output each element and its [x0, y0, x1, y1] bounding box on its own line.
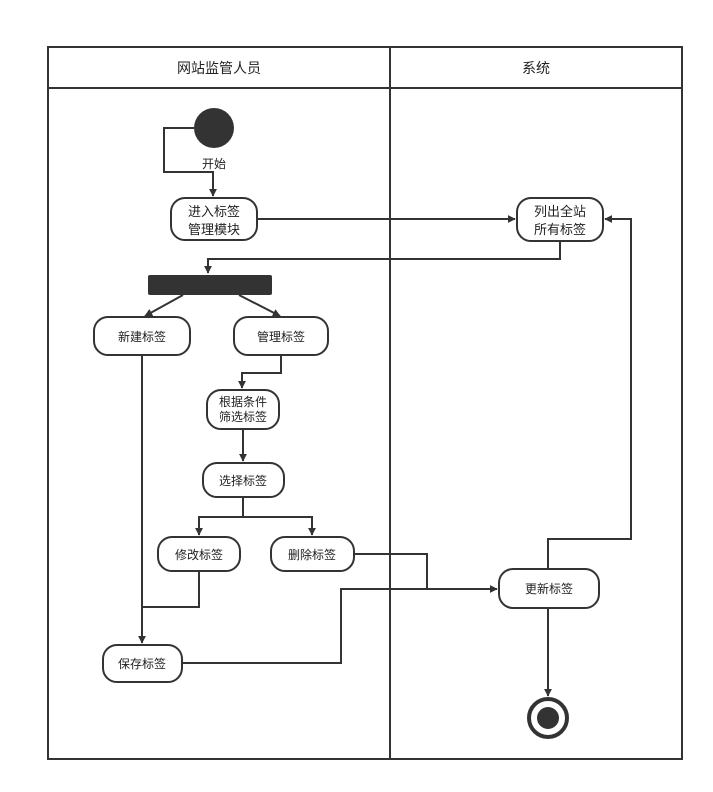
update-tag-label: 更新标签 [525, 581, 573, 596]
delete-tag-label: 删除标签 [288, 547, 336, 562]
action-save-tag: 保存标签 [102, 644, 183, 683]
edge-select-to-delete [243, 516, 316, 536]
action-filter-tags: 根据条件 筛选标签 [206, 389, 280, 430]
action-update-tag: 更新标签 [498, 568, 600, 609]
enter-module-line-2: 管理模块 [188, 223, 240, 238]
edges [138, 127, 632, 697]
new-tag-label: 新建标签 [118, 329, 166, 344]
edge-delete-to-update [354, 553, 498, 593]
edge-list-to-fork [204, 241, 561, 274]
action-modify-tag: 修改标签 [157, 536, 241, 572]
edge-start-to-enter [163, 127, 217, 197]
manage-tag-label: 管理标签 [257, 329, 305, 344]
edge-fork-to-manage [238, 294, 281, 317]
save-tag-label: 保存标签 [118, 656, 166, 671]
fork-bar [148, 275, 272, 295]
edge-update-to-list [547, 215, 632, 569]
list-all-line-1: 列出全站 [534, 204, 586, 220]
enter-module-line-1: 进入标签 [188, 204, 240, 220]
edge-fork-to-new [144, 294, 184, 317]
lane-title-system: 系统 [522, 61, 550, 77]
modify-tag-label: 修改标签 [175, 547, 223, 562]
action-list-all-tags: 列出全站 所有标签 [516, 197, 604, 242]
lane-title-admin: 网站监管人员 [177, 61, 261, 77]
filter-line-2: 筛选标签 [219, 409, 267, 424]
start-label: 开始 [202, 157, 226, 171]
swimlane-frame [47, 46, 683, 760]
action-new-tag: 新建标签 [93, 316, 191, 356]
edge-save-to-update [182, 588, 427, 664]
select-tag-label: 选择标签 [219, 473, 267, 488]
end-node [527, 697, 569, 739]
start-node [194, 108, 234, 148]
action-manage-tag: 管理标签 [233, 316, 329, 356]
list-all-line-2: 所有标签 [534, 222, 586, 238]
action-select-tag: 选择标签 [202, 462, 285, 498]
edge-select-to-modify [195, 497, 244, 536]
edge-modify-to-save [142, 571, 200, 608]
edge-manage-to-filter [238, 355, 282, 389]
action-enter-module: 进入标签 管理模块 [170, 197, 258, 241]
filter-line-1: 根据条件 [219, 395, 267, 409]
action-delete-tag: 删除标签 [270, 536, 355, 572]
